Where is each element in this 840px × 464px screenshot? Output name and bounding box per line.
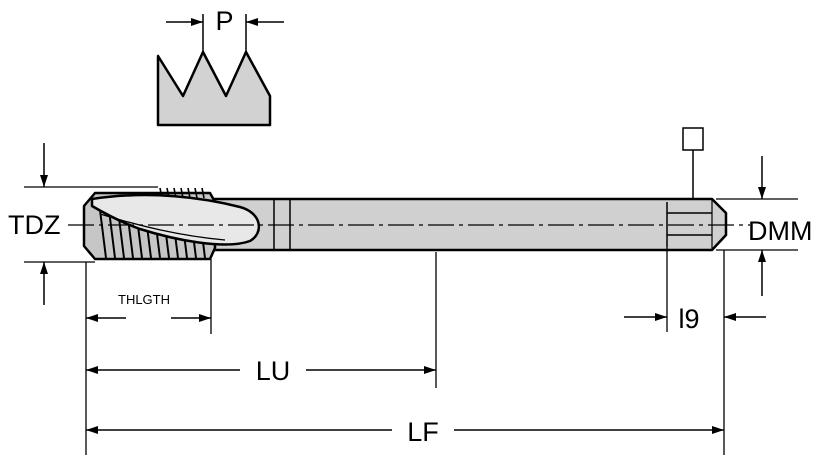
lu-dimension: LU	[86, 252, 437, 388]
spiral-flute	[90, 193, 261, 246]
pitch-label: P	[215, 6, 233, 36]
lf-label: LF	[407, 417, 439, 447]
thlgth-label: THLGTH	[118, 292, 170, 307]
l9-label: l9	[678, 304, 699, 334]
l9-dimension: l9	[624, 247, 766, 334]
thlgth-dimension: THLGTH	[85, 259, 212, 455]
thread-profile-inset: P	[156, 6, 284, 127]
lf-dimension: LF	[86, 250, 725, 455]
tdz-dimension: TDZ	[8, 143, 158, 305]
dmm-label: DMM	[748, 216, 812, 246]
square-drive-symbol	[682, 127, 704, 199]
dmm-dimension: DMM	[716, 156, 812, 296]
tap-body	[82, 187, 728, 261]
lu-label: LU	[256, 356, 291, 386]
tdz-label: TDZ	[8, 210, 60, 240]
